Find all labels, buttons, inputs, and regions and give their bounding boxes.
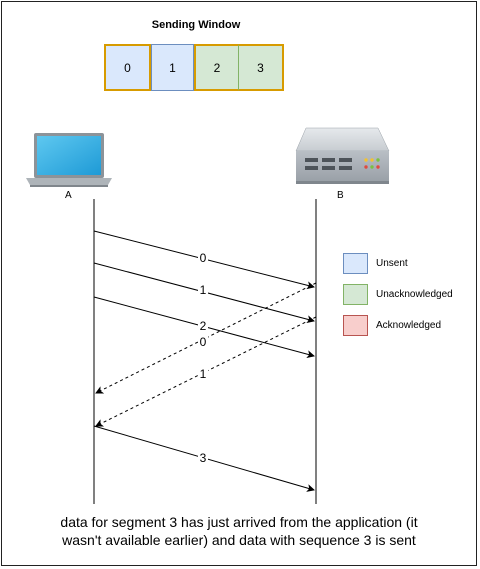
server-icon (295, 127, 390, 184)
caption-line-2: wasn't available earlier) and data with … (62, 532, 416, 548)
legend-acknowledged-swatch (343, 315, 368, 336)
host-b-label: B (337, 190, 344, 201)
window-cell-1: 1 (151, 44, 194, 91)
window-cell-3: 3 (239, 44, 284, 91)
laptop-icon (26, 133, 112, 187)
host-a-label: A (65, 190, 72, 201)
legend-unacknowledged-swatch (343, 284, 368, 305)
segment-3-label: 3 (200, 451, 207, 465)
segment-1-label: 1 (200, 283, 207, 297)
legend-acknowledged-label: Acknowledged (376, 320, 442, 331)
caption-line-1: data for segment 3 has just arrived from… (60, 514, 418, 530)
sending-window-title: Sending Window (151, 19, 241, 31)
diagram-caption: data for segment 3 has just arrived from… (0, 513, 478, 549)
ack-1-label: 1 (200, 367, 207, 381)
window-cell-2: 2 (194, 44, 239, 91)
window-cell-0: 0 (104, 44, 151, 91)
segment-0-label: 0 (200, 251, 207, 265)
legend-unsent-swatch (343, 253, 368, 274)
segment-2-label: 2 (200, 319, 207, 333)
ack-0-label: 0 (200, 335, 207, 349)
legend-unsent-label: Unsent (376, 258, 408, 269)
legend-unacknowledged-label: Unacknowledged (376, 289, 453, 300)
